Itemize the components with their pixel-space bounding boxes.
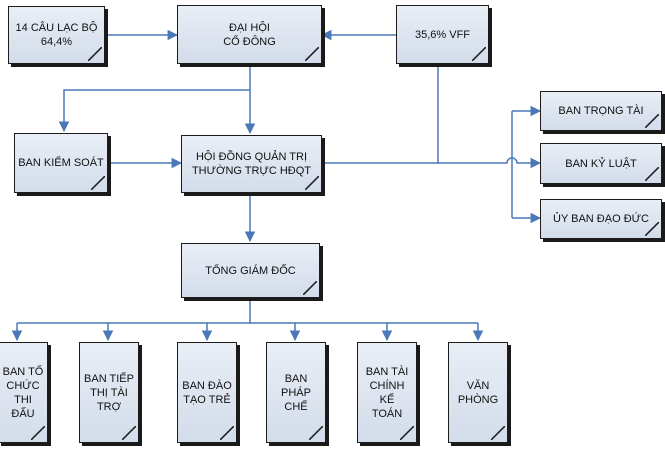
node-congress: ĐẠI HỘI CỔ ĐÔNG (177, 5, 322, 64)
node-office-label: VĂN PHÒNG (457, 379, 499, 406)
node-office: VĂN PHÒNG (448, 342, 508, 443)
node-ethics: ỦY BAN ĐẠO ĐỨC (540, 199, 662, 239)
node-congress-label: ĐẠI HỘI CỔ ĐÔNG (223, 21, 276, 48)
fold-corner-icon (645, 114, 659, 128)
fold-corner-icon (472, 47, 486, 61)
fold-corner-icon (309, 426, 323, 440)
fold-corner-icon (303, 281, 317, 295)
node-discipline: BAN KỶ LUẬT (540, 143, 662, 184)
node-ethics-label: ỦY BAN ĐẠO ĐỨC (553, 213, 649, 225)
node-legal-label: BAN PHÁP CHẾ (281, 372, 311, 413)
fold-corner-icon (491, 426, 505, 440)
node-vff: 35,6% VFF (396, 5, 489, 64)
node-marketing-label: BAN TIẾP THỊ TÀI TRỢ (84, 372, 134, 413)
node-ceo-label: TỔNG GIÁM ĐỐC (205, 264, 296, 277)
node-competition: BAN TỔ CHỨC THI ĐẤU (0, 342, 48, 443)
fold-corner-icon (645, 222, 659, 236)
node-discipline-label: BAN KỶ LUẬT (565, 157, 637, 170)
node-legal: BAN PHÁP CHẾ (266, 342, 326, 443)
fold-corner-icon (122, 426, 136, 440)
node-youth: BAN ĐÀO TẠO TRẺ (177, 342, 237, 443)
connector-board-committees (322, 157, 542, 169)
node-vff-label: 35,6% VFF (414, 28, 471, 41)
fold-corner-icon (31, 426, 45, 440)
node-board: HỘI ĐỒNG QUẢN TRỊ THƯỜNG TRỰC HĐQT (181, 135, 322, 193)
node-ceo: TỔNG GIÁM ĐỐC (181, 243, 320, 298)
node-finance-label: BAN TÀI CHÍNH KẾ TOÁN (365, 365, 409, 420)
node-supervisory-label: BAN KIỂM SOÁT (18, 157, 104, 169)
connector-congress-supervisory (58, 89, 250, 133)
node-clubs-label: 14 CÂU LẠC BỘ 64,4% (15, 22, 98, 48)
fold-corner-icon (220, 426, 234, 440)
fold-corner-icon (305, 176, 319, 190)
fold-corner-icon (645, 167, 659, 181)
node-youth-label: BAN ĐÀO TẠO TRẺ (182, 379, 232, 406)
fold-corner-icon (400, 426, 414, 440)
node-referee: BAN TRỌNG TÀI (540, 91, 662, 131)
node-board-label: HỘI ĐỒNG QUẢN TRỊ THƯỜNG TRỰC HĐQT (191, 151, 312, 177)
fold-corner-icon (91, 176, 105, 190)
node-supervisory: BAN KIỂM SOÁT (14, 133, 108, 193)
fold-corner-icon (305, 47, 319, 61)
node-clubs: 14 CÂU LẠC BỘ 64,4% (8, 6, 105, 64)
node-referee-label: BAN TRỌNG TÀI (558, 105, 644, 117)
node-finance: BAN TÀI CHÍNH KẾ TOÁN (357, 342, 417, 443)
fold-corner-icon (88, 47, 102, 61)
node-marketing: BAN TIẾP THỊ TÀI TRỢ (79, 342, 139, 443)
node-competition-label: BAN TỔ CHỨC THI ĐẤU (2, 365, 44, 420)
